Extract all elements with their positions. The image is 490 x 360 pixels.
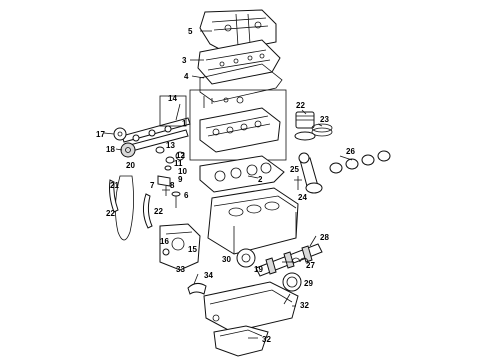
callout-27: 26 [346,147,355,156]
callout-30: 29 [304,279,313,288]
valve-cover-gasket [199,63,283,103]
callout-32-lower: 32 [262,335,271,344]
callout-11: 11 [174,159,183,168]
callout-9: 9 [178,175,183,184]
callout-20: 20 [126,161,135,170]
callout-3: 3 [182,56,187,65]
cam-sprockets [113,127,136,158]
callout-21: 21 [110,181,119,190]
callout-5: 5 [188,27,193,36]
callout-6: 6 [184,191,189,200]
valve-train-parts [155,146,185,208]
oil-pan-upper [203,281,299,333]
bearings-28 [291,257,309,263]
callout-26: 25 [290,165,299,174]
callout-14: 14 [168,94,177,103]
callout-15: 15 [188,245,197,254]
callout-23: 22 [296,101,305,110]
callout-28: 27 [306,261,315,270]
callout-31: 30 [222,255,231,264]
callout-22-right: 22 [154,207,163,216]
callout-18: 18 [106,145,115,154]
callout-24: 23 [320,115,329,124]
timing-chain [109,175,153,241]
piston [294,111,316,141]
timing-cover [159,223,201,271]
callout-32-upper: 32 [300,301,309,310]
leader-lines [103,30,353,339]
cylinder-head-group [189,89,287,161]
callout-22-left: 22 [106,209,115,218]
callout-4: 4 [184,72,189,81]
main-bearings [329,150,391,174]
callout-33: 33 [176,265,185,274]
callout-16: 16 [160,237,169,246]
callout-13: 13 [166,141,175,150]
head-gasket [199,155,285,193]
callout-19: 19 [254,265,263,274]
crankshaft [255,243,323,277]
piston-rings [311,123,333,137]
connecting-rod [294,152,323,194]
callout-12: 12 [176,151,185,160]
callout-10: 10 [178,167,187,176]
rear-main-seal [282,272,302,292]
callout-8: 8 [170,181,175,190]
callout-25: 24 [298,193,307,202]
callout-7: 7 [150,181,155,190]
callout-17: 17 [96,130,105,139]
oil-pan-lower [213,325,269,357]
callout-2: 2 [258,175,263,184]
callout-29: 28 [320,233,329,242]
crankshaft-pulley [236,248,256,268]
cylinder-block [207,187,299,255]
valve-cover [197,39,281,85]
callout-1: 1 [182,119,187,128]
oil-pickup [187,282,207,295]
callout-labels: 5 3 4 14 1 17 18 13 12 11 10 9 8 7 6 20 … [96,27,355,344]
callout-34: 34 [204,271,213,280]
